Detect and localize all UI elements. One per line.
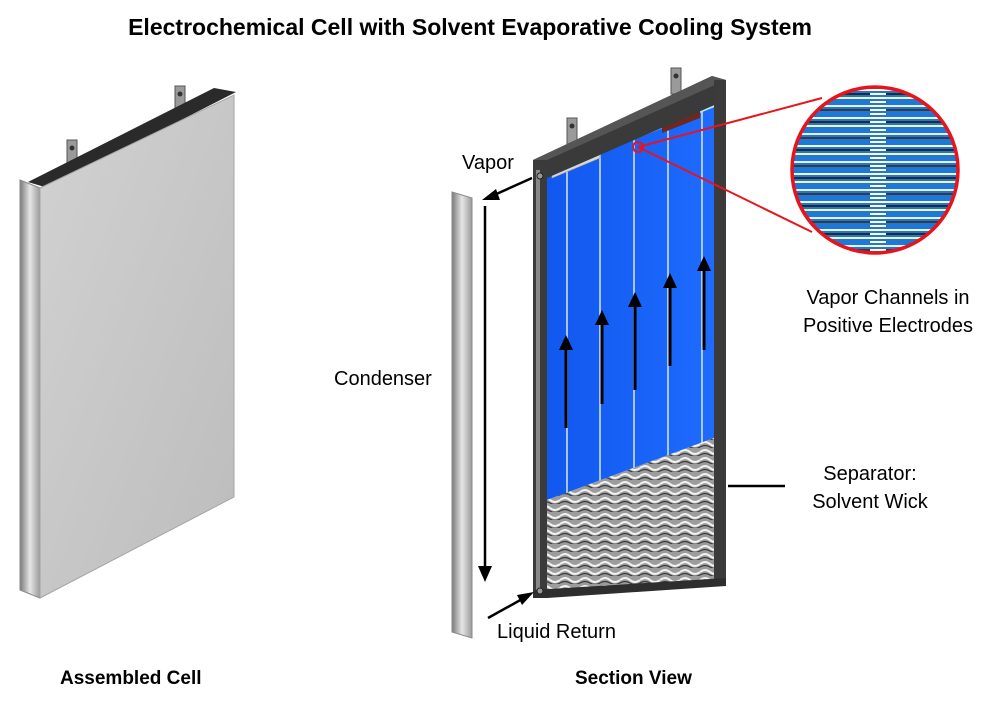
vapor-channel-core xyxy=(870,177,886,179)
section-cell-right-post xyxy=(714,80,726,585)
diagram-title: Electrochemical Cell with Solvent Evapor… xyxy=(128,14,812,40)
magnified-vapor-channels xyxy=(792,87,958,253)
vapor-channel-core xyxy=(870,197,886,199)
vapor-channel-core xyxy=(870,153,886,155)
vapor-channel-core xyxy=(870,189,886,191)
separator-label-line2: Solvent Wick xyxy=(812,491,928,513)
vapor-channel-core xyxy=(870,233,886,235)
vapor-channel-core xyxy=(870,193,886,195)
vapor-channel-core xyxy=(870,161,886,163)
vapor-flow-arrowheads xyxy=(559,256,711,350)
vapor-channel-core xyxy=(870,93,886,95)
vapor-channels-label: Vapor Channels in Positive Electrodes xyxy=(778,284,998,340)
assembled-cell-face xyxy=(39,94,235,599)
vapor-channel-core xyxy=(870,89,886,91)
assembled-cell-side-edge xyxy=(19,179,41,599)
vapor-channel-core xyxy=(870,113,886,115)
vapor-channel-core xyxy=(870,133,886,135)
vapor-channel-core xyxy=(870,105,886,107)
section-cell-bottom-frame xyxy=(533,578,726,598)
magnifier-line-bottom xyxy=(637,146,813,233)
magnifier-lens xyxy=(790,85,960,255)
vapor-channel-core xyxy=(870,217,886,219)
vapor-flow-arrows xyxy=(564,266,706,428)
assembled-cell-label: Assembled Cell xyxy=(60,668,202,689)
vapor-channel-core xyxy=(870,117,886,119)
vapor-channel-core xyxy=(870,237,886,239)
vapor-channel-core xyxy=(870,141,886,143)
vapor-channel-core xyxy=(870,97,886,99)
liquid-return-label: Liquid Return xyxy=(497,621,616,643)
magnifier-callout xyxy=(632,85,960,255)
vapor-channel-core xyxy=(870,225,886,227)
assembled-cell xyxy=(19,85,236,599)
vapor-channels-label-line1: Vapor Channels in xyxy=(806,287,970,309)
condenser-arrow xyxy=(478,206,492,582)
magnifier-line-top xyxy=(637,97,823,148)
vapor-channel-core xyxy=(870,245,886,247)
condenser-label: Condenser xyxy=(334,368,432,390)
separator-label-line1: Separator: xyxy=(823,463,917,485)
vapor-channel-core xyxy=(870,109,886,111)
vapor-label: Vapor xyxy=(462,152,514,174)
vapor-channel-core xyxy=(870,149,886,151)
vapor-arrow xyxy=(482,176,533,200)
vapor-channel-core xyxy=(870,241,886,243)
section-cell xyxy=(533,67,726,598)
vapor-channel-core xyxy=(870,209,886,211)
assembled-cell-top-frame xyxy=(28,88,236,188)
magnifier-source-circle xyxy=(632,141,644,153)
vapor-channel-core xyxy=(870,205,886,207)
vapor-channel-core xyxy=(870,185,886,187)
vapor-channel-core xyxy=(870,165,886,167)
section-view-label: Section View xyxy=(575,668,692,689)
vapor-channels-label-line2: Positive Electrodes xyxy=(802,315,974,337)
vapor-channel-core xyxy=(870,213,886,215)
vapor-channel-core xyxy=(870,125,886,127)
condenser-plate xyxy=(451,191,473,639)
vapor-channel-core xyxy=(870,181,886,183)
section-cell-tab-right xyxy=(670,67,682,95)
vapor-channel-core xyxy=(870,229,886,231)
vapor-channel-core xyxy=(870,129,886,131)
vapor-channel-core xyxy=(870,201,886,203)
vapor-channel-core xyxy=(870,137,886,139)
vapor-channel-core xyxy=(870,121,886,123)
separator-label: Separator: Solvent Wick xyxy=(780,460,960,516)
vapor-channel-core xyxy=(870,157,886,159)
vapor-channel-core xyxy=(870,173,886,175)
vapor-channel-core xyxy=(870,249,886,251)
vapor-channel-core xyxy=(870,221,886,223)
vapor-channel-core xyxy=(870,145,886,147)
vapor-channel-core xyxy=(870,101,886,103)
liquid-return-arrow xyxy=(487,592,534,620)
vapor-channel-core xyxy=(870,169,886,171)
separator-wick xyxy=(547,435,722,590)
